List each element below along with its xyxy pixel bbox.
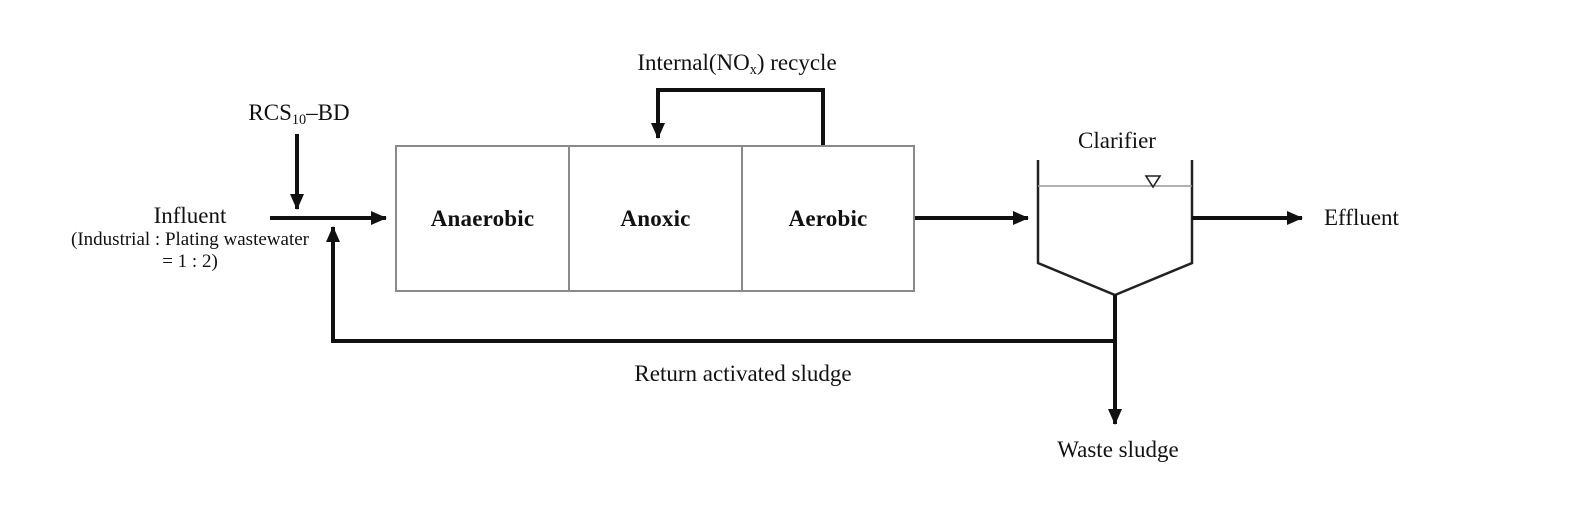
- internal-recycle-label-pre: Internal(NO: [637, 50, 750, 75]
- dosing-label-sub: 10: [291, 111, 307, 128]
- clarifier-label: Clarifier: [1078, 128, 1156, 153]
- return-sludge-label: Return activated sludge: [634, 361, 852, 386]
- internal-recycle-label-sub: x: [749, 61, 757, 78]
- tank-anaerobic-label: Anaerobic: [430, 205, 535, 231]
- tank-anaerobic: Anaerobic: [395, 145, 570, 292]
- dosing-label: RCS10–BD: [248, 100, 349, 128]
- influent-detail-line1: (Industrial : Plating wastewater: [71, 229, 309, 250]
- clarifier-shape: [1036, 160, 1194, 297]
- water-level-icon: [1144, 175, 1162, 189]
- influent-label: Influent (Industrial : Plating wastewate…: [71, 203, 309, 274]
- tank-anoxic: Anoxic: [568, 145, 743, 292]
- tank-aerobic: Aerobic: [741, 145, 915, 292]
- tank-anoxic-label: Anoxic: [620, 205, 691, 231]
- dosing-label-post: –BD: [306, 100, 350, 125]
- return-sludge-line: [326, 226, 1115, 343]
- internal-recycle-label: Internal(NOx) recycle: [637, 50, 836, 78]
- tank-aerobic-label: Aerobic: [788, 205, 868, 231]
- internal-recycle-label-post: ) recycle: [756, 50, 837, 75]
- dosing-label-pre: RCS: [248, 100, 292, 125]
- waste-sludge-label: Waste sludge: [1057, 437, 1179, 462]
- influent-title: Influent: [153, 203, 227, 228]
- effluent-label: Effluent: [1324, 205, 1399, 230]
- influent-detail-line2: = 1 : 2): [162, 251, 218, 273]
- internal-recycle-line: [651, 88, 825, 147]
